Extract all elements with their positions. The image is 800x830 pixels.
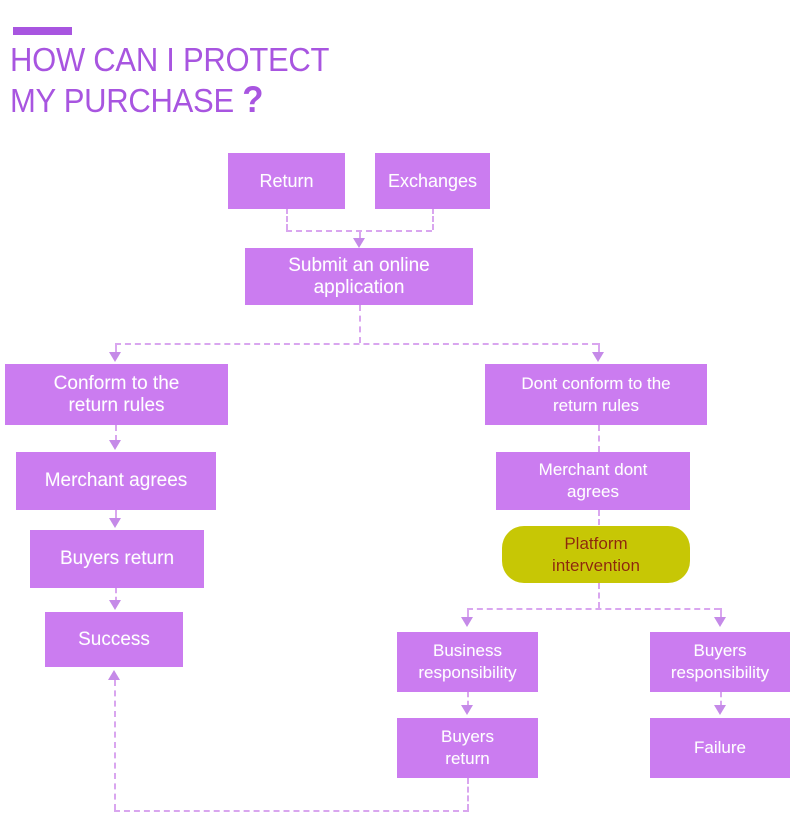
node-conform-rules[interactable]: Conform to the return rules xyxy=(5,364,228,425)
connector-loop-down-from-buyers-return xyxy=(467,778,469,810)
arrow-into-conform-rules xyxy=(109,352,121,362)
node-failure[interactable]: Failure xyxy=(650,718,790,778)
connector-merge-to-submit xyxy=(359,230,361,242)
node-platform-intervention[interactable]: Platform intervention xyxy=(502,526,690,583)
connector-loop-up-to-success xyxy=(114,680,116,810)
arrow-into-success xyxy=(109,600,121,610)
connector-split-to-conform xyxy=(115,343,117,353)
node-success[interactable]: Success xyxy=(45,612,183,667)
arrow-into-submit-application xyxy=(353,238,365,248)
connector-split-to-dont-conform xyxy=(598,343,600,353)
node-buyers-return-left[interactable]: Buyers return xyxy=(30,530,204,588)
connector-exchanges-down xyxy=(432,208,434,230)
page-title-text: HOW CAN I PROTECT MY PURCHASE xyxy=(10,41,330,119)
connector-buyers-responsibility-to-failure xyxy=(720,692,722,706)
page-title: HOW CAN I PROTECT MY PURCHASE ? xyxy=(10,40,405,121)
connector-loop-horizontal xyxy=(114,810,469,812)
arrow-into-buyers-return-bottom xyxy=(461,705,473,715)
connector-return-down xyxy=(286,208,288,230)
arrow-into-buyers-responsibility xyxy=(714,617,726,627)
node-merchant-dont-agrees[interactable]: Merchant dont agrees xyxy=(496,452,690,510)
arrow-into-merchant-agrees xyxy=(109,440,121,450)
node-exchanges[interactable]: Exchanges xyxy=(375,153,490,209)
connector-split-to-business-responsibility xyxy=(467,608,469,618)
connector-buyers-return-to-success xyxy=(115,588,117,602)
arrow-into-business-responsibility xyxy=(461,617,473,627)
connector-branch-split-bar xyxy=(115,343,598,345)
connector-merchant-dont-agrees-to-platform xyxy=(598,510,600,534)
node-return[interactable]: Return xyxy=(228,153,345,209)
node-dont-conform-rules[interactable]: Dont conform to the return rules xyxy=(485,364,707,425)
node-submit-application[interactable]: Submit an online application xyxy=(245,248,473,305)
arrow-into-buyers-return-left xyxy=(109,518,121,528)
connector-submit-down xyxy=(359,305,361,343)
title-accent-bar xyxy=(13,27,72,35)
connector-dont-conform-to-merchant-dont-agrees xyxy=(598,425,600,452)
connector-outcome-split-bar xyxy=(467,608,720,610)
node-buyers-return-bottom[interactable]: Buyers return xyxy=(397,718,538,778)
connector-conform-to-merchant-agrees xyxy=(115,425,117,441)
arrow-into-failure xyxy=(714,705,726,715)
connector-merchant-agrees-to-buyers-return xyxy=(115,510,117,518)
node-business-responsibility[interactable]: Business responsibility xyxy=(397,632,538,692)
page-title-question-mark: ? xyxy=(242,79,264,120)
connector-split-to-buyers-responsibility xyxy=(720,608,722,618)
arrow-into-success-from-loop xyxy=(108,670,120,680)
connector-platform-down xyxy=(598,583,600,608)
arrow-into-dont-conform-rules xyxy=(592,352,604,362)
connector-business-responsibility-to-buyers-return xyxy=(467,692,469,706)
node-buyers-responsibility[interactable]: Buyers responsibility xyxy=(650,632,790,692)
node-merchant-agrees[interactable]: Merchant agrees xyxy=(16,452,216,510)
